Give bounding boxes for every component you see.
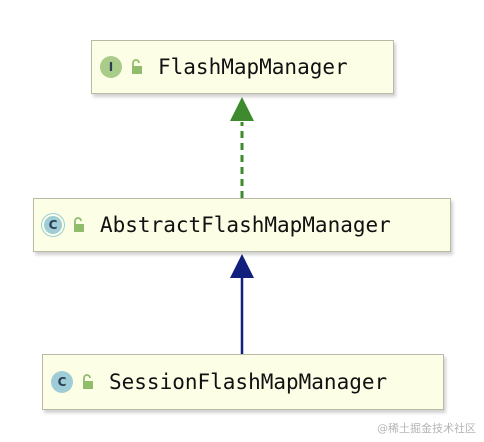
class-node-flash-map-manager[interactable]: I FlashMapManager <box>91 40 394 94</box>
class-name: AbstractFlashMapManager <box>100 213 391 237</box>
implements-arrowhead <box>230 97 254 121</box>
open-lock-icon <box>74 217 84 232</box>
abstract-class-kind-icon: C <box>42 214 64 236</box>
class-node-abstract-flash-map-manager[interactable]: C AbstractFlashMapManager <box>33 198 451 252</box>
class-node-session-flash-map-manager[interactable]: C SessionFlashMapManager <box>42 354 444 410</box>
watermark: @稀土掘金技术社区 <box>377 422 476 435</box>
open-lock-icon <box>132 59 142 74</box>
interface-kind-icon: I <box>100 56 122 78</box>
class-kind-icon: C <box>51 371 73 393</box>
class-name: SessionFlashMapManager <box>109 370 388 394</box>
open-lock-icon <box>83 374 93 389</box>
extends-arrowhead <box>230 254 254 278</box>
class-name: FlashMapManager <box>158 55 348 79</box>
